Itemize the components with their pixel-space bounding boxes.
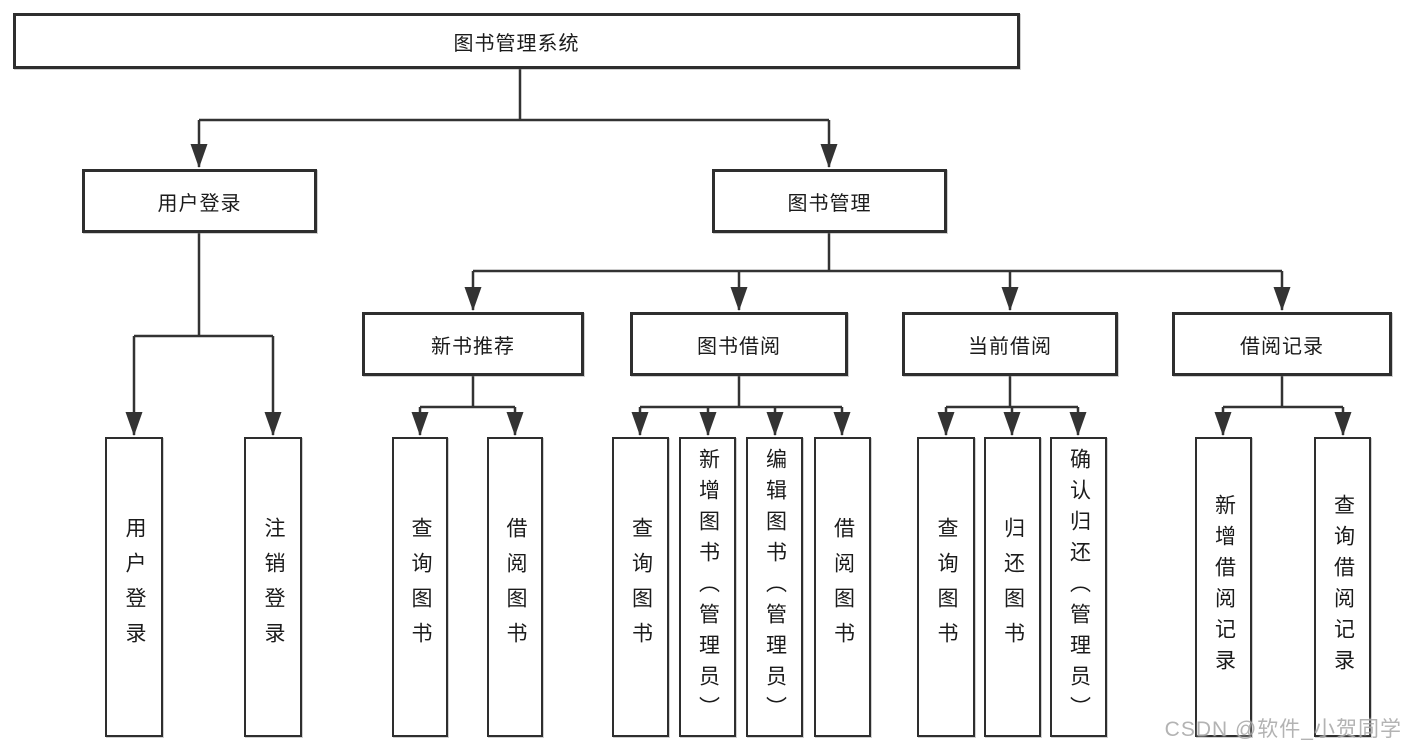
leaf-user-login: 用户登录 bbox=[105, 437, 163, 737]
connector-book-mgmt bbox=[464, 233, 1291, 311]
connector-user-login bbox=[125, 233, 282, 436]
leaf-new-books-query: 查询图书 bbox=[392, 437, 448, 737]
connector-book-borrow bbox=[631, 376, 851, 436]
connector-root bbox=[190, 69, 838, 168]
leaf-borrow-query: 查询图书 bbox=[612, 437, 669, 737]
leaf-borrow-borrow: 借阅图书 bbox=[814, 437, 871, 737]
leaf-current-query: 查询图书 bbox=[917, 437, 975, 737]
node-current-borrow: 当前借阅 bbox=[902, 312, 1118, 376]
connector-borrow-records bbox=[1214, 376, 1352, 436]
node-new-books: 新书推荐 bbox=[362, 312, 584, 376]
leaf-records-query: 查询借阅记录 bbox=[1314, 437, 1371, 737]
leaf-current-return: 归还图书 bbox=[984, 437, 1041, 737]
leaf-borrow-add-admin: 新增图书（管理员） bbox=[679, 437, 736, 737]
connector-current-borrow bbox=[937, 376, 1087, 436]
node-book-mgmt: 图书管理 bbox=[712, 169, 947, 233]
watermark: CSDN @软件_小贺同学 bbox=[1164, 718, 1402, 741]
leaf-current-confirm-admin: 确认归还（管理员） bbox=[1050, 437, 1107, 737]
connector-new-books bbox=[411, 376, 524, 436]
leaf-records-add: 新增借阅记录 bbox=[1195, 437, 1252, 737]
leaf-logout: 注销登录 bbox=[244, 437, 302, 737]
leaf-new-books-borrow: 借阅图书 bbox=[487, 437, 543, 737]
leaf-borrow-edit-admin: 编辑图书（管理员） bbox=[746, 437, 803, 737]
node-root: 图书管理系统 bbox=[13, 13, 1020, 69]
node-book-borrow: 图书借阅 bbox=[630, 312, 848, 376]
node-borrow-records: 借阅记录 bbox=[1172, 312, 1392, 376]
node-user-login: 用户登录 bbox=[82, 169, 317, 233]
